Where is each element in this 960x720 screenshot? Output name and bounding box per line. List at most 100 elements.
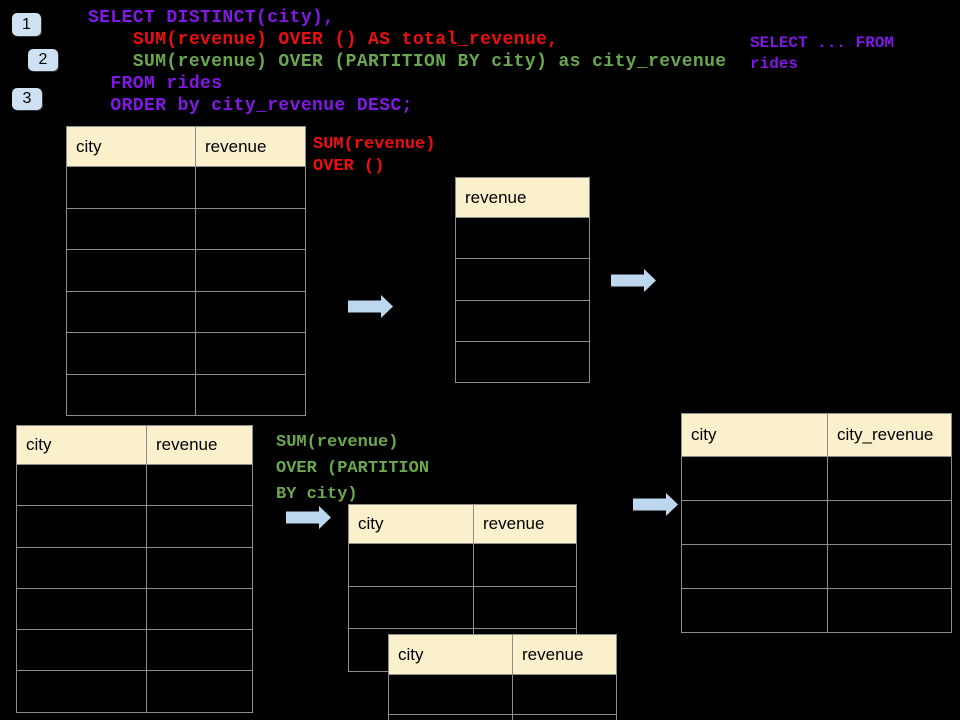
empty-cell xyxy=(16,505,147,548)
empty-cell xyxy=(455,216,590,260)
empty-cell xyxy=(348,543,474,587)
sql-line-order-by: ORDER by city_revenue DESC; xyxy=(88,96,413,116)
column-header-revenue: revenue xyxy=(473,504,577,544)
side-note-line: rides xyxy=(750,55,799,73)
empty-cell xyxy=(146,587,253,631)
empty-cell xyxy=(146,505,253,548)
empty-cell xyxy=(455,340,590,384)
empty-cell xyxy=(16,463,147,507)
empty-cell xyxy=(16,629,147,672)
table-row xyxy=(16,629,253,672)
empty-cell xyxy=(473,543,577,587)
empty-cell xyxy=(512,714,617,720)
empty-cell xyxy=(146,629,253,672)
table-row xyxy=(16,670,253,713)
annotation-line: BY city) xyxy=(276,485,358,504)
column-header-city_revenue: city_revenue xyxy=(827,413,952,457)
empty-cell xyxy=(195,373,306,416)
empty-cell xyxy=(195,249,306,292)
empty-cell xyxy=(66,290,196,333)
table-row xyxy=(455,216,590,260)
column-header-revenue: revenue xyxy=(195,126,306,167)
empty-cell xyxy=(146,546,253,589)
empty-cell xyxy=(473,585,577,630)
empty-cell xyxy=(16,587,147,631)
column-header-city: city xyxy=(348,504,474,544)
sql-line-from: FROM rides xyxy=(88,74,223,94)
flow-arrow-right-icon xyxy=(286,506,331,529)
column-header-city: city xyxy=(16,425,147,465)
step-badge-2: 2 xyxy=(28,49,58,71)
empty-cell xyxy=(195,166,306,209)
annotation-line: SUM(revenue) xyxy=(276,433,399,452)
flow-arrow-right-icon xyxy=(611,269,656,292)
empty-cell xyxy=(827,456,952,501)
flow-arrow-right-icon xyxy=(348,295,393,318)
table-row xyxy=(455,340,590,384)
empty-cell xyxy=(195,207,306,250)
empty-cell xyxy=(16,670,147,713)
table-row xyxy=(681,500,952,545)
empty-cell xyxy=(827,544,952,589)
table-row xyxy=(66,207,306,250)
table-row xyxy=(16,505,253,548)
column-header-revenue: revenue xyxy=(512,634,617,675)
empty-cell xyxy=(66,249,196,292)
annotation-sum-over-total: SUM(revenue) OVER () xyxy=(313,134,435,178)
annotation-line: OVER (PARTITION xyxy=(276,459,430,478)
empty-cell xyxy=(681,588,828,633)
empty-cell xyxy=(388,714,513,720)
empty-cell xyxy=(388,674,513,715)
sql-query-code: SELECT DISTINCT(city), SUM(revenue) OVER… xyxy=(88,7,727,117)
empty-cell xyxy=(66,166,196,209)
empty-cell xyxy=(681,456,828,501)
empty-cell xyxy=(681,500,828,545)
table-row xyxy=(66,290,306,333)
table-row xyxy=(681,544,952,589)
empty-cell xyxy=(827,588,952,633)
annotation-line: SUM(revenue) xyxy=(313,135,436,154)
empty-cell xyxy=(827,500,952,545)
header-row: revenue xyxy=(455,177,590,218)
empty-cell xyxy=(66,207,196,250)
empty-cell xyxy=(195,332,306,375)
table-row xyxy=(455,299,590,342)
table-total-revenue: revenue xyxy=(455,177,590,384)
table-row xyxy=(348,585,577,630)
annotation-sum-over-partition: SUM(revenue) OVER (PARTITION BY city) xyxy=(276,430,429,508)
step-badge-3: 3 xyxy=(12,88,42,110)
table-row xyxy=(388,714,617,720)
table-row xyxy=(16,463,253,507)
empty-cell xyxy=(16,546,147,589)
empty-cell xyxy=(681,544,828,589)
table-row xyxy=(16,546,253,589)
empty-cell xyxy=(455,299,590,342)
column-header-revenue: revenue xyxy=(455,177,590,218)
column-header-city: city xyxy=(681,413,828,457)
flow-arrow-right-icon xyxy=(633,493,678,516)
table-row xyxy=(16,587,253,631)
column-header-city: city xyxy=(388,634,513,675)
table-row xyxy=(455,258,590,301)
empty-cell xyxy=(66,373,196,416)
table-row xyxy=(681,456,952,501)
table-row xyxy=(66,332,306,375)
annotation-line: OVER () xyxy=(313,157,385,176)
table-row xyxy=(66,166,306,209)
table-row xyxy=(348,543,577,587)
sql-line-select: SELECT DISTINCT(city), xyxy=(88,8,335,28)
side-note-line: SELECT ... FROM xyxy=(750,34,895,52)
sql-line-city-revenue: SUM(revenue) OVER (PARTITION BY city) as… xyxy=(88,52,727,72)
side-note-select-from-rides: SELECT ... FROM rides xyxy=(750,33,894,75)
empty-cell xyxy=(512,674,617,715)
